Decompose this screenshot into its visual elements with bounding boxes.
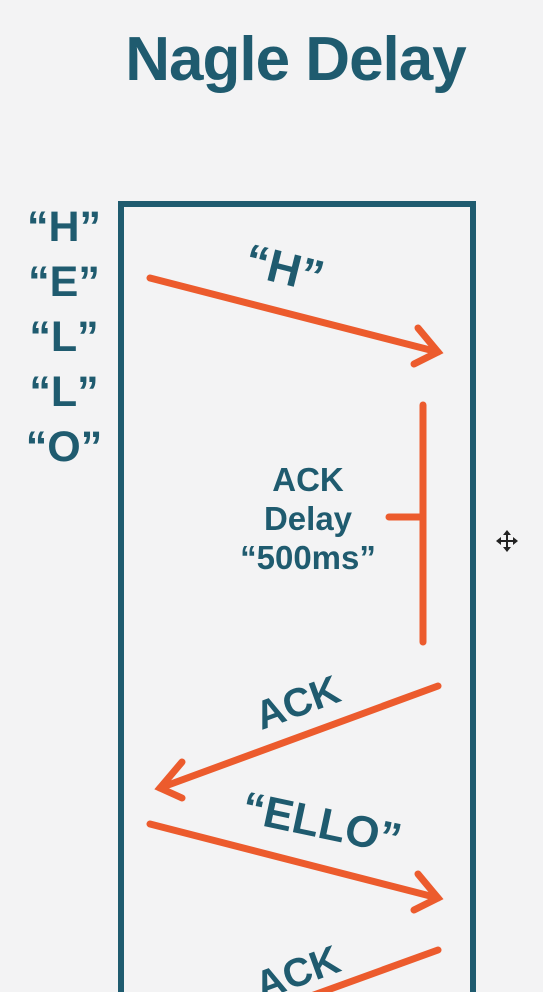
segment-arrow-ello: [146, 820, 444, 914]
sender-letter-list: “H” “E” “L” “L” “O”: [24, 200, 104, 475]
ack-delay-line3: “500ms”: [240, 539, 376, 576]
segment-arrow-h: [146, 274, 444, 368]
move-cursor-icon: [496, 530, 518, 552]
ack-delay-line2: Delay: [263, 500, 353, 537]
segment-label-h: “H”: [240, 233, 329, 303]
connection-box: [118, 201, 476, 992]
sender-letter: “O”: [25, 423, 103, 471]
ack-delay-label: ACK Delay “500ms”: [228, 460, 388, 577]
sender-letter: “L”: [29, 368, 99, 416]
diagram-title: Nagle Delay: [125, 25, 467, 94]
sender-letter: “E”: [28, 258, 100, 306]
sender-letter: “H”: [26, 203, 102, 251]
ack-delay-line1: ACK: [272, 461, 344, 498]
sender-letter: “L”: [29, 313, 99, 361]
ack-delay-bracket: [385, 401, 427, 646]
ack-arrow-1: [154, 682, 442, 802]
ack-label-2: ACK: [249, 938, 346, 992]
